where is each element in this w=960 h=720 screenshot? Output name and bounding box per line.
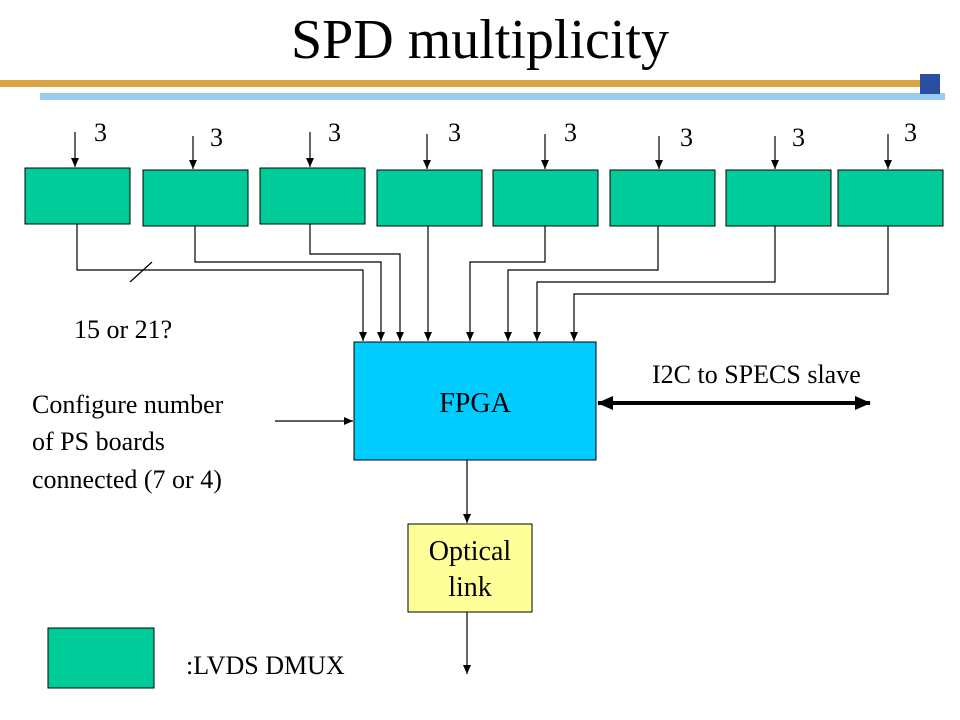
input-arrows bbox=[71, 132, 892, 169]
lvds-box-2 bbox=[142, 169, 249, 227]
fpga-label: FPGA bbox=[439, 388, 511, 419]
bus-width-slash bbox=[129, 261, 153, 283]
lvds-box-1 bbox=[24, 167, 131, 225]
bus-line-1 bbox=[76, 224, 367, 341]
input-label-3: 3 bbox=[328, 118, 341, 147]
bus-line-3 bbox=[309, 224, 404, 341]
lvds-box-5 bbox=[492, 169, 599, 227]
legend-label: :LVDS DMUX bbox=[186, 651, 345, 680]
input-label-1: 3 bbox=[94, 118, 107, 147]
bus-lines bbox=[76, 224, 889, 341]
configure-label-line1: Configure number bbox=[32, 390, 224, 419]
input-label-8: 3 bbox=[904, 118, 917, 147]
i2c-label: I2C to SPECS slave bbox=[652, 360, 861, 389]
lvds-box-3 bbox=[259, 167, 366, 225]
input-labels: 3 3 3 3 3 3 3 3 bbox=[94, 118, 917, 152]
configure-label-line2: of PS boards bbox=[32, 427, 165, 456]
optical-link-label-line1: Optical bbox=[429, 536, 512, 567]
lvds-boxes bbox=[24, 167, 944, 227]
lvds-box-8 bbox=[837, 169, 944, 227]
bus-line-7 bbox=[533, 226, 776, 341]
bus-line-5 bbox=[466, 226, 546, 341]
lvds-box-7 bbox=[725, 169, 832, 227]
lvds-box-4 bbox=[376, 169, 483, 227]
configure-label-line3: connected (7 or 4) bbox=[32, 465, 222, 494]
title-bar-blue bbox=[40, 93, 945, 100]
input-label-7: 3 bbox=[792, 123, 805, 152]
input-label-5: 3 bbox=[564, 118, 577, 147]
optical-link-label-line2: link bbox=[448, 572, 492, 603]
fpga-box bbox=[353, 341, 597, 461]
bus-line-8 bbox=[570, 226, 889, 341]
bus-line-2 bbox=[194, 226, 385, 341]
lvds-box-6 bbox=[609, 169, 716, 227]
title-bar-orange bbox=[0, 80, 920, 87]
optical-link-box bbox=[407, 523, 533, 613]
input-label-6: 3 bbox=[680, 123, 693, 152]
legend-swatch bbox=[47, 627, 155, 689]
slide-title: SPD multiplicity bbox=[290, 9, 670, 71]
bus-line-6 bbox=[504, 226, 659, 341]
title-bar-square bbox=[920, 74, 940, 94]
input-label-2: 3 bbox=[210, 123, 223, 152]
bus-width-label: 15 or 21? bbox=[74, 315, 172, 344]
input-label-4: 3 bbox=[448, 118, 461, 147]
